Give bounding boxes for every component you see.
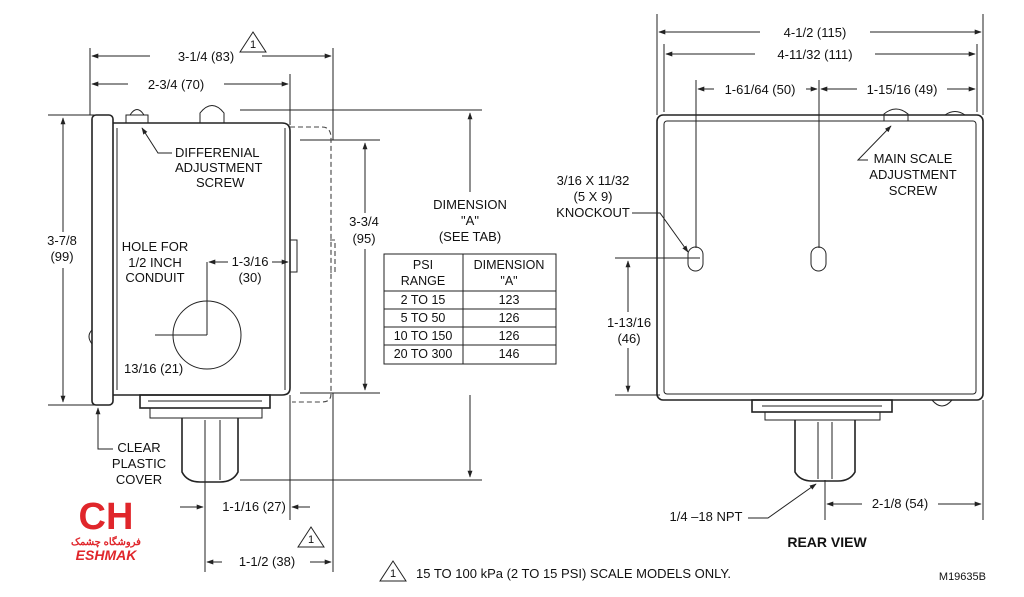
dim-side-width-body: 2-3/4 (70) <box>148 77 204 92</box>
side-view: 3-1/4 (83) 1 2-3/4 (70) 3-7/8 (99) 3-3/4… <box>40 31 482 572</box>
svg-text:ADJUSTMENT: ADJUSTMENT <box>869 167 956 182</box>
table-cell: 10 TO 150 <box>394 329 453 343</box>
dim-fitting-1: 1-1/16 (27) <box>222 499 286 514</box>
rear-view: 4-1/2 (115) 4-11/32 (111) 1-61/64 (50) 1… <box>556 14 984 550</box>
dim-knockout-left: 1-61/64 (50) <box>725 82 796 97</box>
dim-side-height-total: 3-7/8 <box>47 233 77 248</box>
label-main-scale-screw: MAIN SCALE <box>874 151 953 166</box>
dim-rear-width-inner: 4-11/32 (111) <box>777 47 852 62</box>
logo-persian: فروشگاه چشمک <box>71 535 141 548</box>
dim-rear-width-total: 4-1/2 (115) <box>784 25 847 40</box>
note-marker-bottom: 1 <box>297 526 325 548</box>
knockout-center <box>810 246 827 272</box>
table-cell: 2 TO 15 <box>401 293 446 307</box>
note-marker-top: 1 <box>239 31 267 53</box>
footnote-marker: 1 <box>390 568 396 580</box>
label-clear-plastic-cover: CLEAR <box>117 440 160 455</box>
label-knockout: 3/16 X 11/32 <box>557 173 630 188</box>
svg-text:PLASTIC: PLASTIC <box>112 456 166 471</box>
dimension-a: DIMENSION "A" (SEE TAB) <box>433 112 507 478</box>
svg-text:SCREW: SCREW <box>196 175 245 190</box>
table-cell: 123 <box>499 293 520 307</box>
label-npt: 1/4 –18 NPT <box>670 509 743 524</box>
table-cell: 5 TO 50 <box>401 311 446 325</box>
svg-text:(SEE TAB): (SEE TAB) <box>439 229 501 244</box>
dim-side-width-total: 3-1/4 (83) <box>178 49 234 64</box>
svg-text:(99): (99) <box>50 249 73 264</box>
label-hole-for-conduit: HOLE FOR <box>122 239 188 254</box>
svg-text:1/2 INCH: 1/2 INCH <box>128 255 181 270</box>
svg-text:RANGE: RANGE <box>401 274 445 288</box>
logo-latin: ESHMAK <box>76 547 138 563</box>
svg-text:"A": "A" <box>500 274 517 288</box>
svg-text:CONDUIT: CONDUIT <box>125 270 184 285</box>
svg-text:COVER: COVER <box>116 472 162 487</box>
dim-hole-diameter: 13/16 (21) <box>124 361 183 376</box>
table-header-dimension: DIMENSION <box>474 258 545 272</box>
svg-text:SCREW: SCREW <box>889 183 938 198</box>
table-cell: 146 <box>499 347 520 361</box>
logo-letters: CH <box>79 496 134 538</box>
table-cell: 20 TO 300 <box>394 347 453 361</box>
svg-text:"A": "A" <box>461 213 479 228</box>
dim-side-height-body: 3-3/4 <box>349 214 379 229</box>
svg-text:(30): (30) <box>238 270 261 285</box>
svg-text:(95): (95) <box>352 231 375 246</box>
top-screw <box>195 105 229 124</box>
table-cell: 126 <box>499 329 520 343</box>
dimension-a-label: DIMENSION <box>433 197 507 212</box>
dim-rear-fitting-offset: 2-1/8 (54) <box>872 496 928 511</box>
knockout-left <box>687 246 704 272</box>
range-table: PSI RANGE DIMENSION "A" 2 TO 15 123 5 TO… <box>383 253 557 365</box>
eshmak-logo: CH فروشگاه چشمک ESHMAK <box>71 496 141 563</box>
svg-text:1: 1 <box>308 534 314 546</box>
footnote: 1 15 TO 100 kPa (2 TO 15 PSI) SCALE MODE… <box>379 560 731 582</box>
dim-hole-offset: 1-3/16 <box>232 254 269 269</box>
label-differential-screw: DIFFERENIAL <box>175 145 260 160</box>
drawing-code: M19635B <box>939 571 986 583</box>
dim-knockout-height: 1-13/16 <box>607 315 651 330</box>
dim-fitting-2: 1-1/2 (38) <box>239 554 295 569</box>
differential-screw <box>125 109 149 124</box>
svg-text:1: 1 <box>250 39 256 51</box>
table-cell: 126 <box>499 311 520 325</box>
svg-text:(46): (46) <box>617 331 640 346</box>
rear-view-title: REAR VIEW <box>787 534 867 550</box>
svg-text:KNOCKOUT: KNOCKOUT <box>556 205 630 220</box>
dim-knockout-right: 1-15/16 (49) <box>867 82 938 97</box>
footnote-text: 15 TO 100 kPa (2 TO 15 PSI) SCALE MODELS… <box>416 566 731 581</box>
svg-text:ADJUSTMENT: ADJUSTMENT <box>175 160 262 175</box>
table-header-psi: PSI <box>413 258 433 272</box>
svg-text:(5 X 9): (5 X 9) <box>573 189 612 204</box>
